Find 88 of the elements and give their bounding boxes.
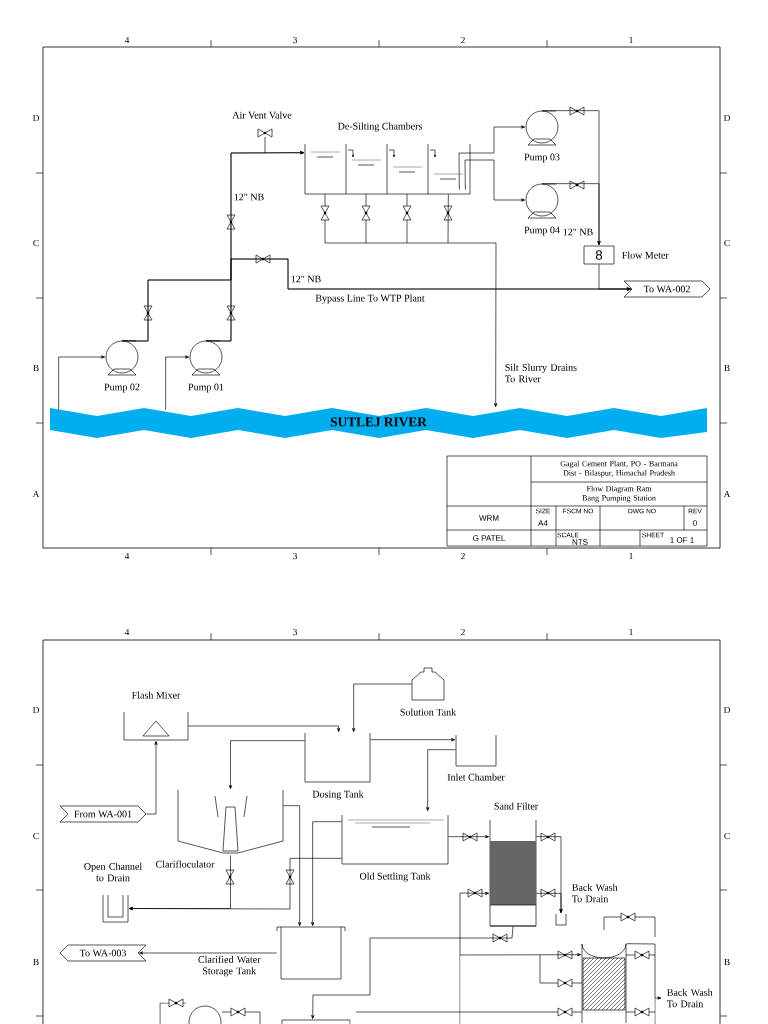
pipe-arrow	[165, 355, 190, 410]
title-block-text: Gagal Cement Plant, PO - Barmana Dist - Bilaspur, Himachal Pradesh	[560, 460, 678, 478]
pipe-size-label: 12" NB	[291, 275, 321, 283]
zone-label: B	[33, 364, 39, 372]
equipment-label: Pump 01	[188, 383, 224, 393]
zone-label: D	[32, 706, 39, 714]
equipment-label: Clarified Water Storage Tank	[198, 955, 261, 977]
off-page-connector: To WA-002	[623, 280, 711, 298]
title-block-text: 1 OF 1	[670, 537, 694, 543]
zone-label: 4	[124, 36, 130, 44]
pipe-arrow	[311, 926, 514, 1020]
zone-label: C	[33, 832, 39, 840]
drain-label: Back Wash To Drain	[666, 988, 713, 1008]
title-block-text: 0	[693, 520, 697, 526]
equipment-label: Dosing Tank	[312, 790, 364, 800]
pipe-arrow	[448, 835, 490, 839]
pipe-arrow	[228, 740, 305, 790]
zone-label: 3	[293, 628, 297, 636]
zone-label: 1	[629, 552, 633, 560]
zone-label: C	[33, 239, 39, 247]
pipe-size-label: 12" NB	[563, 228, 593, 236]
zone-label: B	[33, 958, 39, 966]
zone-label: 4	[124, 552, 130, 560]
off-page-connector: To WA-003	[59, 944, 147, 962]
pipe-arrow	[598, 264, 631, 291]
pipe-arrow	[352, 683, 412, 733]
title-block-text: WRM	[479, 515, 499, 521]
edge-label: Silt Slurry Drains To River	[504, 363, 577, 383]
title-block-text: NTS	[572, 539, 588, 545]
pipe-size-label: 12" NB	[234, 193, 264, 201]
equipment-label: Flow Meter	[622, 251, 669, 259]
title-block-text: G PATEL	[473, 535, 506, 541]
pump-symbol	[188, 1005, 222, 1024]
pipe-arrow	[464, 159, 526, 202]
pipe-arrow	[146, 740, 158, 815]
pipe-arrow	[128, 858, 342, 911]
tank	[281, 1019, 351, 1024]
pipe-arrow	[459, 891, 582, 957]
valve-label: Air Vent Valve	[232, 111, 292, 119]
zone-label: 4	[124, 628, 130, 636]
title-block-text: A4	[538, 520, 548, 526]
pipe-arrow	[283, 805, 302, 927]
equipment-label: Old Settling Tank	[359, 872, 431, 882]
equipment-label: Solution Tank	[400, 708, 457, 716]
pressure-filter-vessel	[581, 943, 627, 1024]
equipment-label: Flash Mixer	[132, 691, 181, 699]
equipment-label: Inlet Chamber	[447, 773, 505, 781]
zone-label: D	[32, 114, 39, 122]
zone-label: D	[723, 114, 730, 122]
zone-label: B	[724, 958, 730, 966]
pressure-filter-vessel	[582, 957, 626, 1011]
zone-label: 2	[461, 552, 465, 560]
pipe-arrow	[541, 183, 601, 246]
pipe-arrow	[58, 355, 106, 410]
flow-meter: 8	[583, 245, 615, 265]
zone-label: A	[723, 490, 731, 498]
equipment-label: Pump 04	[524, 226, 560, 236]
zone-label: 1	[629, 36, 633, 44]
zone-label: B	[724, 364, 730, 372]
pipe-arrow	[311, 821, 342, 927]
title-block-text: Flow Diagram Ram Bang Pumping Station	[582, 485, 656, 503]
equipment-label: De-Silting Chambers	[337, 122, 422, 132]
equipment-label: Pump 02	[104, 383, 140, 393]
pipe-arrow	[458, 125, 526, 190]
pipe-arrow	[626, 943, 662, 1000]
zone-label: C	[724, 239, 730, 247]
pipe-arrow	[188, 725, 341, 733]
zone-label: C	[724, 832, 730, 840]
equipment-label: Back Wash To Drain	[571, 883, 618, 903]
zone-label: A	[32, 490, 40, 498]
pipe-arrow	[139, 951, 277, 955]
equipment-label: Open Channel to Drain	[84, 862, 142, 882]
equipment-label: Pump 03	[524, 153, 560, 163]
pipe-size-label: Bypass Line To WTP Plant	[315, 294, 425, 304]
equipment-label: Sand Filter	[494, 802, 538, 810]
pipe-arrow	[447, 194, 498, 408]
pipe-arrow	[426, 749, 456, 812]
zone-label: 1	[629, 628, 633, 636]
zone-label: D	[723, 706, 730, 714]
zone-label: 3	[293, 36, 297, 44]
equipment-label: Clarifloculator	[156, 860, 215, 868]
zone-label: 3	[293, 552, 297, 560]
pipe-arrow	[370, 738, 456, 742]
zone-label: 2	[461, 36, 465, 44]
river-band: SUTLEJ RIVER	[50, 408, 707, 438]
pipe-arrow	[536, 893, 563, 914]
zone-label: 2	[461, 628, 465, 636]
off-page-connector: From WA-001	[59, 805, 147, 823]
